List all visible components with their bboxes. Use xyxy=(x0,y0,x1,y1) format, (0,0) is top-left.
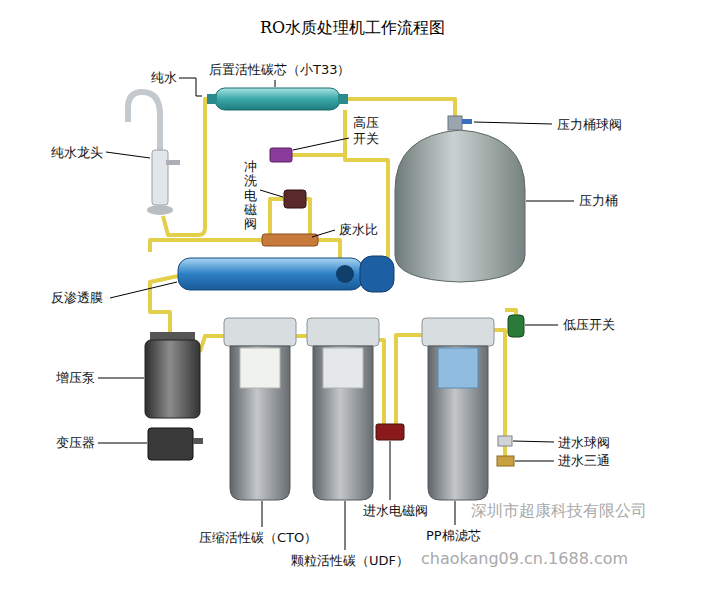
post-carbon-filter xyxy=(207,94,217,104)
part-label: 变压器 xyxy=(55,435,96,451)
part-label: 进水电磁阀 xyxy=(362,503,429,519)
ro-membrane xyxy=(336,265,354,283)
part-label: 颗粒活性碳（UDF） xyxy=(290,553,410,569)
pure-water-faucet xyxy=(166,160,180,165)
leader-line xyxy=(98,78,574,550)
part-label: 进水球阀 xyxy=(557,435,611,451)
leader-line xyxy=(515,461,554,462)
transformer xyxy=(148,428,203,460)
valves xyxy=(284,190,306,208)
water-tube xyxy=(503,446,507,456)
water-tube xyxy=(150,276,178,332)
part-label: PP棉滤芯 xyxy=(425,528,482,544)
post-carbon-filter xyxy=(207,88,348,110)
pure-water-faucet xyxy=(152,150,168,205)
post-carbon-filter xyxy=(338,94,348,104)
leader-line xyxy=(179,78,202,96)
water-tube xyxy=(200,336,224,352)
water-tube xyxy=(163,99,215,235)
transformer xyxy=(148,428,193,460)
valves xyxy=(376,424,404,440)
part-label: 高压开关 xyxy=(352,115,380,146)
ro-membrane xyxy=(178,258,363,290)
part-label: 纯水 xyxy=(150,70,178,86)
filter-housings xyxy=(428,346,488,500)
booster-pump xyxy=(145,332,200,418)
leader-line xyxy=(275,80,276,87)
filter-housings xyxy=(438,348,478,388)
valves xyxy=(270,148,292,162)
filter-housings xyxy=(224,318,296,346)
pure-water-faucet xyxy=(128,92,180,215)
leader-line xyxy=(345,501,346,550)
pressure-tank xyxy=(395,116,525,282)
part-label: 冲洗电磁阀 xyxy=(243,160,258,231)
filter-housings xyxy=(230,346,290,500)
part-label: 增压泵 xyxy=(55,370,96,386)
valves xyxy=(498,436,512,446)
part-label: 纯水龙头 xyxy=(50,145,104,161)
water-tube xyxy=(396,335,422,424)
post-carbon-filter xyxy=(215,88,340,110)
leader-line xyxy=(455,501,456,525)
pressure-tank xyxy=(395,130,525,282)
water-tube xyxy=(377,340,384,424)
leader-line xyxy=(98,378,144,379)
leader-line xyxy=(110,282,177,298)
leader-line xyxy=(474,122,552,124)
filter-housings xyxy=(307,318,379,346)
pressure-tank xyxy=(462,119,472,124)
leader-line xyxy=(390,441,391,500)
valves xyxy=(262,234,318,246)
transformer xyxy=(193,438,203,444)
water-tube xyxy=(494,330,505,436)
ro-membrane xyxy=(360,256,394,292)
booster-pump xyxy=(145,340,200,418)
filter-housings xyxy=(422,318,494,346)
part-label: 进水三通 xyxy=(557,453,611,469)
leader-line xyxy=(293,138,349,150)
diagram-title: RO水质处理机工作流程图 xyxy=(0,18,705,39)
filter-housings xyxy=(224,318,494,500)
water-tube xyxy=(150,240,262,252)
watermark: chaokang09.cn.1688.com xyxy=(420,551,629,567)
watermark: 深圳市超康科技有限公司 xyxy=(470,503,648,519)
filter-housings xyxy=(313,346,373,500)
part-label: 压力桶 xyxy=(578,193,619,209)
water-tube xyxy=(270,199,284,234)
ro-membrane xyxy=(178,256,394,292)
leader-line xyxy=(525,325,558,326)
part-label: 低压开关 xyxy=(562,317,616,333)
filter-housings xyxy=(240,348,280,388)
valves xyxy=(508,315,524,337)
part-label: 后置活性碳芯（小T33） xyxy=(208,62,351,78)
part-label: 废水比 xyxy=(338,222,379,238)
leader-line xyxy=(98,443,147,444)
filter-housings xyxy=(323,348,363,388)
leader-line xyxy=(262,501,263,527)
leader-line xyxy=(106,152,150,158)
part-label: 压力桶球阀 xyxy=(556,117,623,133)
leader-line xyxy=(312,230,335,237)
part-label: 压缩活性碳（CTO） xyxy=(198,530,318,546)
pressure-tank xyxy=(448,116,462,130)
water-tube xyxy=(318,240,340,258)
leader-line xyxy=(260,190,283,197)
leader-line xyxy=(526,201,574,202)
valves xyxy=(497,456,514,466)
part-label: 反渗透膜 xyxy=(50,290,104,306)
water-tube xyxy=(296,334,307,338)
water-tube xyxy=(292,153,345,157)
pure-water-faucet xyxy=(147,205,173,215)
leader-line xyxy=(513,441,554,442)
